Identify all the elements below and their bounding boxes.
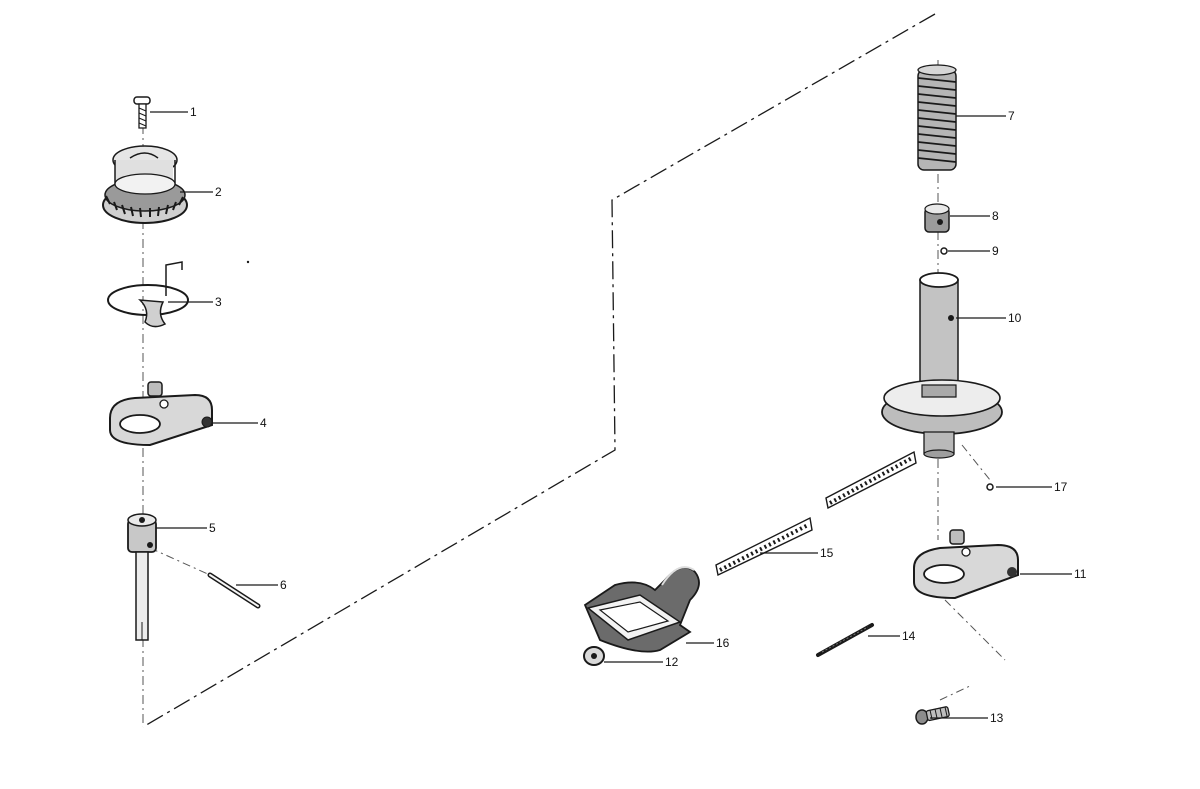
callout-16: 16	[716, 636, 730, 650]
bracket-icon	[914, 530, 1018, 598]
collar-icon	[925, 204, 949, 232]
chain-strip-icon	[716, 452, 916, 575]
screw-icon	[134, 97, 150, 128]
screw-icon	[916, 706, 950, 724]
stray-dot	[246, 260, 250, 264]
ball-icon	[987, 484, 993, 490]
ball-icon	[941, 248, 947, 254]
pin-axis-line	[149, 547, 211, 576]
callout-15: 15	[820, 546, 834, 560]
callout-17: 17	[1054, 480, 1068, 494]
pin-icon	[210, 575, 258, 606]
callout-2: 2	[215, 185, 222, 199]
callout-12: 12	[665, 655, 679, 669]
callout-10: 10	[1008, 311, 1022, 325]
bracket11-axis-line	[944, 599, 1006, 661]
pin-icon	[818, 625, 872, 655]
spool-gear-icon	[103, 146, 187, 223]
bushing-icon	[128, 514, 156, 640]
callout-8: 8	[992, 209, 999, 223]
callout-3: 3	[215, 295, 222, 309]
handle-icon	[585, 567, 699, 651]
callout-13: 13	[990, 711, 1004, 725]
callout-4: 4	[260, 416, 267, 430]
callout-1: 1	[190, 105, 197, 119]
callout-6: 6	[280, 578, 287, 592]
washer-icon	[584, 647, 604, 665]
spring-icon	[918, 65, 956, 170]
callout-14: 14	[902, 629, 916, 643]
callout-9: 9	[992, 244, 999, 258]
spring-clip-icon	[108, 262, 188, 327]
callout-11: 11	[1074, 567, 1087, 581]
ball17-axis-line	[961, 444, 991, 481]
spindle-icon	[882, 273, 1002, 458]
bracket-icon	[110, 382, 212, 445]
callout-7: 7	[1008, 109, 1015, 123]
frame-dashdot-line	[142, 13, 936, 728]
screw13-axis-line	[939, 684, 973, 701]
callout-5: 5	[209, 521, 216, 535]
leader-lines	[150, 111, 1072, 719]
